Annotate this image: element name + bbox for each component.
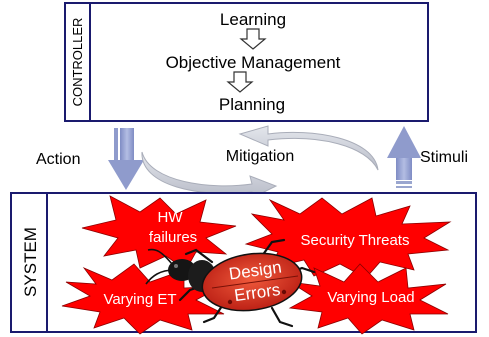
step-objective-management: Objective Management — [166, 53, 341, 72]
controller-box — [64, 2, 429, 122]
burst-hw-line2: failures — [149, 229, 197, 246]
burst-security-threats — [244, 197, 452, 279]
burst-varying-et — [61, 263, 225, 335]
action-arrow — [108, 128, 144, 190]
bug-icon — [145, 238, 316, 328]
step-learning: Learning — [220, 10, 286, 29]
burst-varying-load — [288, 263, 449, 335]
mitigation-label: Mitigation — [226, 148, 294, 165]
burst-hw-line1: HW — [158, 209, 184, 226]
controller-side-label: CONTROLLER — [70, 18, 85, 107]
burst-security-label: Security Threats — [301, 232, 410, 249]
burst-varying-load-label: Varying Load — [327, 289, 414, 306]
system-side-label: SYSTEM — [21, 227, 40, 297]
down-arrow-icon — [226, 71, 254, 93]
burst-varying-et-label: Varying ET — [103, 291, 176, 308]
action-label: Action — [36, 151, 80, 168]
stimuli-arrow — [387, 126, 421, 188]
step-planning: Planning — [219, 95, 285, 114]
stimuli-label: Stimuli — [420, 149, 468, 166]
down-arrow-icon — [239, 28, 267, 50]
